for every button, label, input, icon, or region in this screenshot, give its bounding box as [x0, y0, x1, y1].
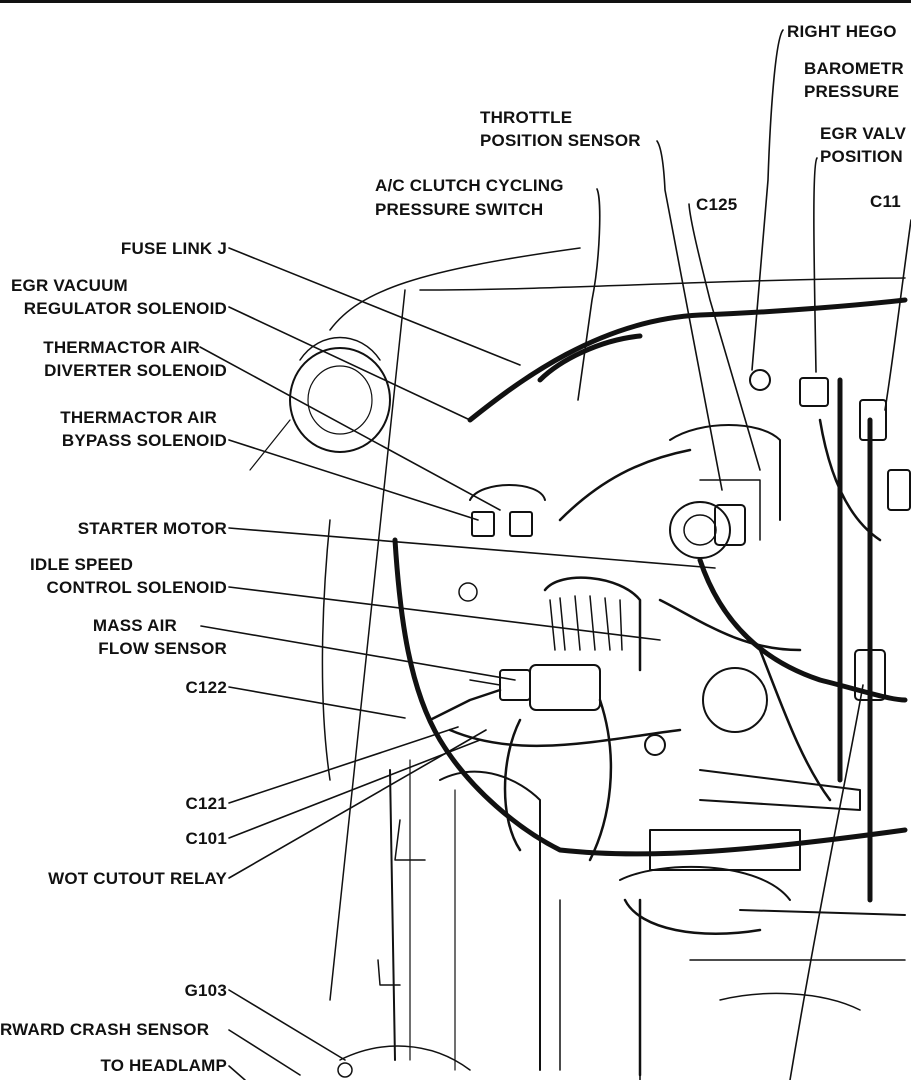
solenoid-pair	[458, 484, 546, 602]
label-idle-speed-line2: CONTROL SOLENOID	[46, 578, 227, 597]
main-wire-harness	[392, 297, 908, 903]
label-egr-vacuum-line2: REGULATOR SOLENOID	[23, 299, 227, 318]
label-c121: C121	[185, 794, 227, 813]
fender-edge	[321, 519, 331, 781]
label-starter-motor: STARTER MOTOR	[77, 519, 227, 538]
label-forward-crash-sensor: RWARD CRASH SENSOR	[0, 1020, 210, 1039]
label-ac-clutch-line2: PRESSURE SWITCH	[375, 200, 544, 219]
mass-air-flow-sensor-body	[469, 664, 601, 711]
label-throttle-line2: POSITION SENSOR	[480, 131, 641, 150]
label-c122: C122	[185, 678, 227, 697]
label-egr-vacuum-line1: EGR VACUUM	[11, 276, 128, 295]
label-right-hego: RIGHT HEGO	[787, 22, 897, 41]
radiator-support	[377, 759, 541, 1071]
throttle-body	[669, 424, 781, 559]
label-c101: C101	[185, 829, 227, 848]
right-side-connectors	[619, 369, 911, 916]
label-c11: C11	[870, 192, 901, 211]
label-to-headlamp: TO HEADLAMP	[100, 1056, 227, 1075]
secondary-wires	[428, 418, 882, 1077]
label-idle-speed-line1: IDLE SPEED	[30, 555, 134, 574]
label-thermactor-bypass-line1: THERMACTOR AIR	[60, 408, 217, 427]
label-barometric-line2: PRESSURE	[804, 82, 900, 101]
label-barometric-line1: BAROMETR	[804, 59, 904, 78]
label-egr-valve-line2: POSITION	[820, 147, 903, 166]
label-fuse-link-j: FUSE LINK J	[120, 239, 227, 258]
fender-line	[329, 289, 406, 1001]
intake-duct	[503, 576, 642, 862]
leader-lines	[199, 29, 911, 1080]
label-ac-clutch-line1: A/C CLUTCH CYCLING	[375, 176, 564, 195]
air-cleaner-dome	[249, 336, 391, 471]
label-egr-valve-line1: EGR VALV	[820, 124, 906, 143]
cowl-line	[419, 277, 906, 291]
engine-block-lower	[337, 899, 906, 1078]
label-thermactor-diverter-line2: DIVERTER SOLENOID	[44, 361, 227, 380]
label-thermactor-bypass-line2: BYPASS SOLENOID	[61, 431, 227, 450]
label-mass-air-line1: MASS AIR	[92, 616, 177, 635]
top-border-line	[0, 0, 911, 3]
label-thermactor-diverter-line1: THERMACTOR AIR	[43, 338, 200, 357]
label-g103: G103	[184, 981, 227, 1000]
label-throttle-line1: THROTTLE	[480, 108, 573, 127]
label-wot-cutout-relay: WOT CUTOUT RELAY	[48, 869, 227, 888]
hood-outline	[329, 247, 581, 331]
label-mass-air-line2: FLOW SENSOR	[98, 639, 227, 658]
label-c125: C125	[696, 195, 738, 214]
